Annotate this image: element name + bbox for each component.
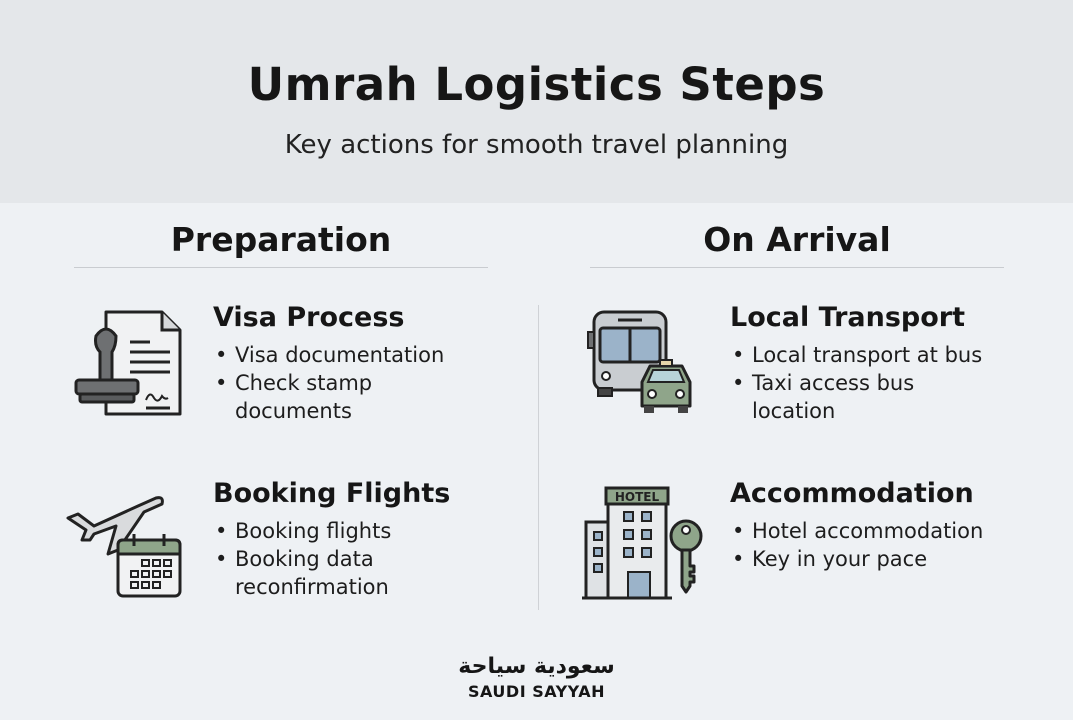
step-title: Booking Flights — [213, 478, 451, 509]
bullet: Visa documentation — [213, 341, 444, 369]
section-heading-preparation: Preparation — [170, 220, 392, 259]
step-title: Visa Process — [213, 302, 405, 333]
divider — [590, 267, 1004, 268]
page-title: Umrah Logistics Steps — [247, 58, 826, 111]
bullet-continuation: reconfirmation — [213, 573, 450, 601]
bullet-text: reconfirmation — [235, 575, 389, 599]
bullet: Hotel accommodation — [730, 517, 983, 545]
step-title: Accommodation — [730, 478, 974, 509]
step-accommodation: Accommodation Hotel accommodation Key in… — [730, 477, 983, 573]
step-local-transport: Local Transport Local transport at bus T… — [730, 301, 982, 425]
bullet: Check stamp — [213, 369, 444, 397]
visa-stamp-document-icon — [74, 310, 182, 416]
footer-logo-arabic: سعودية سياحة — [458, 654, 615, 679]
bullet: Booking data — [213, 545, 450, 573]
bullet: Taxi access bus — [730, 369, 982, 397]
step-visa-process: Visa Process Visa documentation Check st… — [213, 301, 444, 425]
divider — [74, 267, 488, 268]
hotel-key-icon: HOTEL — [582, 486, 703, 600]
bullet: Local transport at bus — [730, 341, 982, 369]
header-band — [0, 0, 1073, 203]
bus-taxi-icon — [587, 310, 692, 413]
bullet-continuation: location — [730, 397, 982, 425]
vertical-divider — [538, 305, 539, 610]
hotel-sign: HOTEL — [615, 490, 660, 504]
bullet-text: documents — [235, 399, 352, 423]
plane-calendar-icon — [66, 496, 182, 598]
step-title: Local Transport — [730, 302, 966, 333]
bullet-text: location — [752, 399, 836, 423]
bullet: Booking flights — [213, 517, 450, 545]
step-booking-flights: Booking Flights Booking flights Booking … — [213, 477, 450, 601]
page-subtitle: Key actions for smooth travel planning — [284, 130, 789, 160]
section-heading-on-arrival: On Arrival — [703, 220, 891, 259]
bullet: Key in your pace — [730, 545, 983, 573]
bullet-continuation: documents — [213, 397, 444, 425]
footer-logo-english: SAUDI SAYYAH — [468, 682, 605, 701]
